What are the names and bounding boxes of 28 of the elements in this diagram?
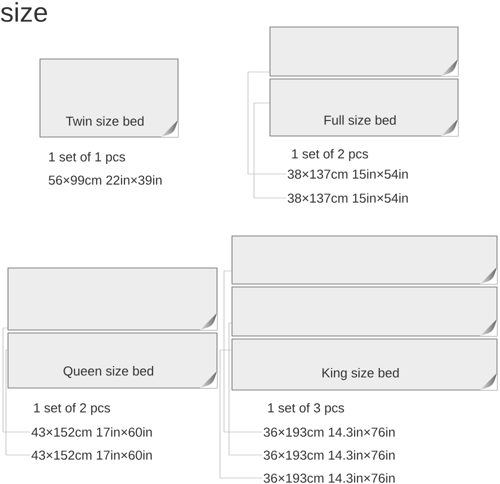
sheet-drawing: King size bed xyxy=(232,338,498,390)
set-count-text: 1 set of 2 pcs xyxy=(292,148,368,162)
size-text: 38×137cm 15in×54in xyxy=(288,169,408,179)
set-count-text: 1 set of 1 pcs xyxy=(49,152,126,164)
sheet-drawing xyxy=(8,268,218,330)
size-text: 43×152cm 17in×60in xyxy=(32,427,152,437)
sheet-drawing: Queen size bed xyxy=(8,332,218,388)
sheet-drawing xyxy=(232,286,498,336)
leader-line xyxy=(224,270,262,432)
set-count-text: 1 set of 3 pcs xyxy=(268,402,344,416)
size-text: 36×193cm 14.3in×76in xyxy=(264,427,395,437)
leader-line xyxy=(2,328,30,432)
size-text: 43×152cm 17in×60in xyxy=(32,450,152,460)
leader-line xyxy=(6,350,30,456)
leader-line xyxy=(220,350,262,478)
size-text: 38×137cm 15in×54in xyxy=(288,193,408,203)
size-text: 36×193cm 14.3in×76in xyxy=(264,450,395,460)
sheet-drawing xyxy=(270,26,458,76)
sheet-drawing: Full size bed xyxy=(270,78,458,136)
title: size xyxy=(0,2,47,22)
size-text: 36×193cm 14.3in×76in xyxy=(264,473,395,483)
sheet-drawing xyxy=(232,236,498,284)
set-count-text: 1 set of 2 pcs xyxy=(34,402,110,416)
sheet-drawing: Twin size bed xyxy=(40,58,178,138)
leader-line xyxy=(228,322,262,456)
leader-line xyxy=(248,72,286,174)
size-text: 56×99cm 22in×39in xyxy=(48,175,162,185)
leader-line xyxy=(254,102,286,198)
